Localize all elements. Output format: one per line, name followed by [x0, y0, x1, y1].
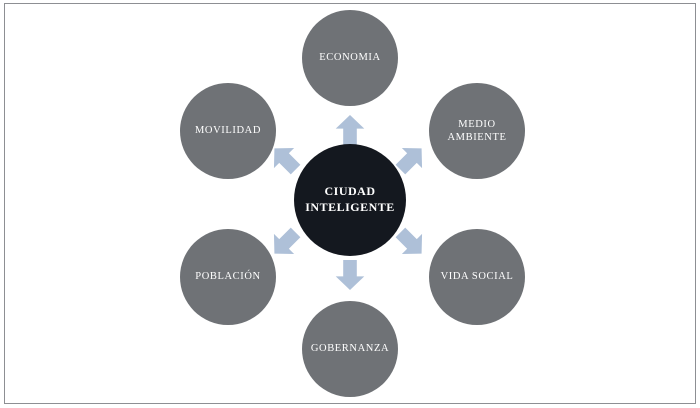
hub-label-line1: CIUDAD	[324, 184, 376, 199]
node-poblacion[interactable]: POBLACIÓN	[180, 229, 276, 325]
arrow-up-left-to-movilidad	[261, 135, 309, 183]
node-economia[interactable]: ECONOMIA	[302, 10, 398, 106]
arrow-down-right-to-vida-social	[387, 219, 435, 267]
arrow-down-left-to-poblacion	[261, 219, 309, 267]
node-label-medio-ambiente-line1: MEDIO	[458, 118, 496, 130]
node-label-medio-ambiente-line2: AMBIENTE	[447, 132, 507, 143]
node-label-vida-social: VIDA SOCIAL	[440, 271, 514, 283]
arrow-up-to-economia	[333, 113, 367, 147]
arrow-down-to-gobernanza	[333, 258, 367, 292]
arrow-up-right-to-medio-ambiente	[387, 135, 435, 183]
node-vida-social[interactable]: VIDA SOCIAL	[429, 229, 525, 325]
node-label-economia: ECONOMIA	[319, 52, 381, 64]
node-movilidad[interactable]: MOVILIDAD	[180, 83, 276, 179]
node-gobernanza[interactable]: GOBERNANZA	[302, 301, 398, 397]
node-label-gobernanza: GOBERNANZA	[310, 343, 390, 355]
node-label-movilidad: MOVILIDAD	[194, 125, 262, 137]
node-ciudad-inteligente-hub[interactable]: CIUDAD INTELIGENTE	[294, 144, 406, 256]
node-label-ciudad-inteligente: CIUDAD INTELIGENTE	[299, 184, 401, 215]
node-label-medio-ambiente: MEDIO AMBIENTE	[441, 118, 512, 144]
hub-label-line2: INTELIGENTE	[305, 200, 395, 214]
node-label-poblacion: POBLACIÓN	[195, 271, 261, 283]
node-medio-ambiente[interactable]: MEDIO AMBIENTE	[429, 83, 525, 179]
